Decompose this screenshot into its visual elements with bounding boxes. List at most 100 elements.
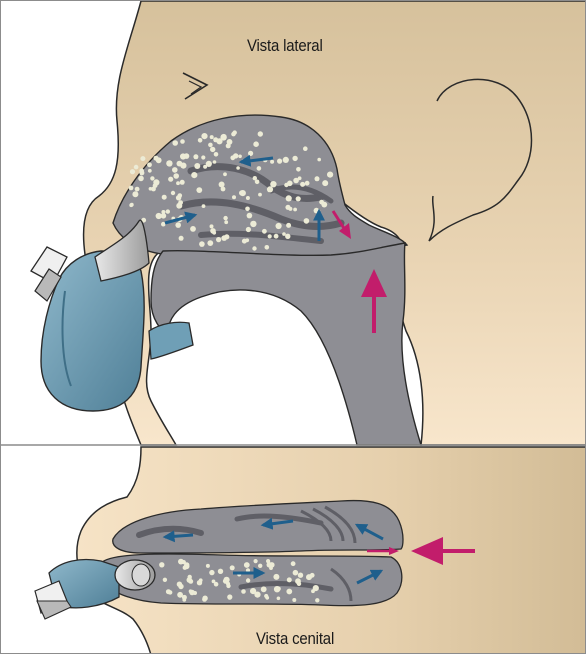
drug-particle	[258, 193, 262, 197]
drug-particle	[321, 202, 327, 208]
drug-particle	[262, 229, 267, 234]
drug-particle	[230, 155, 235, 160]
drug-particle	[194, 163, 200, 169]
drug-particle	[255, 180, 260, 185]
drug-particle	[293, 208, 297, 212]
drug-particle	[268, 234, 272, 238]
drug-particle	[258, 131, 263, 136]
drug-particle	[273, 574, 279, 580]
drug-particle	[253, 141, 259, 147]
drug-particle	[135, 187, 140, 192]
drug-particle	[315, 598, 319, 602]
drug-particle	[176, 195, 181, 200]
drug-particle	[269, 562, 275, 568]
lateral-view-label: Vista lateral	[247, 36, 323, 56]
drug-particle	[223, 172, 227, 176]
drug-particle	[296, 167, 301, 172]
drug-particle	[219, 182, 225, 188]
drug-particle	[129, 186, 134, 191]
drug-particle	[162, 195, 167, 200]
drug-particle	[166, 160, 172, 166]
drug-particle	[231, 132, 236, 137]
drug-particle	[206, 161, 212, 167]
drug-particle	[238, 155, 242, 159]
drug-particle	[196, 187, 202, 193]
drug-particle	[274, 234, 279, 239]
drug-particle	[180, 139, 185, 144]
drug-particle	[285, 205, 290, 210]
drug-particle	[240, 190, 246, 196]
drug-particle	[224, 220, 228, 224]
drug-particle	[327, 172, 333, 178]
drug-particle	[177, 592, 183, 598]
drug-particle	[218, 569, 223, 574]
drug-particle	[149, 187, 153, 191]
drug-particle	[265, 245, 270, 250]
drug-particle	[214, 152, 219, 157]
drug-particle	[241, 589, 246, 594]
drug-particle	[247, 213, 253, 219]
drug-particle	[277, 587, 281, 591]
drug-particle	[199, 241, 205, 247]
drug-particle	[246, 196, 250, 200]
drug-particle	[179, 236, 184, 241]
drug-particle	[286, 589, 292, 595]
drug-particle	[226, 143, 231, 148]
drug-particle	[197, 580, 202, 585]
drug-particle	[276, 223, 282, 229]
drug-particle	[277, 159, 282, 164]
drug-particle	[311, 589, 315, 593]
drug-particle	[163, 578, 167, 582]
drug-particle	[187, 577, 193, 583]
drug-particle	[150, 176, 154, 180]
drug-particle	[171, 191, 175, 195]
drug-particle	[154, 156, 159, 161]
drug-particle	[293, 570, 299, 576]
drug-particle	[268, 187, 272, 191]
drug-particle	[300, 182, 305, 187]
drug-particle	[264, 594, 268, 598]
drug-particle	[173, 173, 179, 179]
drug-particle	[236, 166, 240, 170]
drug-particle	[303, 146, 308, 151]
drug-particle	[132, 191, 138, 197]
drug-particle	[206, 564, 210, 568]
drug-particle	[292, 598, 296, 602]
drug-particle	[140, 156, 145, 161]
drug-particle	[317, 158, 321, 162]
drug-particle	[182, 560, 186, 564]
drug-particle	[248, 151, 253, 156]
drug-particle	[176, 181, 180, 185]
drug-particle	[176, 203, 182, 209]
drug-particle	[138, 176, 144, 182]
drug-particle	[296, 196, 301, 201]
drug-particle	[221, 235, 227, 241]
drug-particle	[172, 167, 178, 173]
drug-particle	[180, 163, 186, 169]
drug-particle	[285, 234, 290, 239]
drug-particle	[139, 168, 144, 173]
drug-particle	[291, 561, 296, 566]
drug-particle	[292, 156, 297, 161]
drug-particle	[134, 165, 139, 170]
drug-particle	[214, 582, 219, 587]
drug-particle	[148, 169, 152, 173]
drug-particle	[293, 178, 299, 184]
drug-particle	[245, 238, 249, 242]
drug-particle	[287, 577, 292, 582]
drug-particle	[232, 195, 236, 199]
drug-particle	[298, 573, 303, 578]
drug-particle	[189, 589, 193, 593]
drug-particle	[153, 183, 158, 188]
drug-particle	[250, 221, 256, 227]
drug-particle	[182, 155, 186, 159]
drug-particle	[216, 237, 221, 242]
drug-particle	[193, 591, 197, 595]
drug-particle	[182, 598, 186, 602]
drug-particle	[254, 559, 258, 563]
drug-particle	[202, 204, 206, 208]
drug-particle	[226, 584, 230, 588]
drug-particle	[282, 232, 286, 236]
drug-particle	[130, 203, 134, 207]
